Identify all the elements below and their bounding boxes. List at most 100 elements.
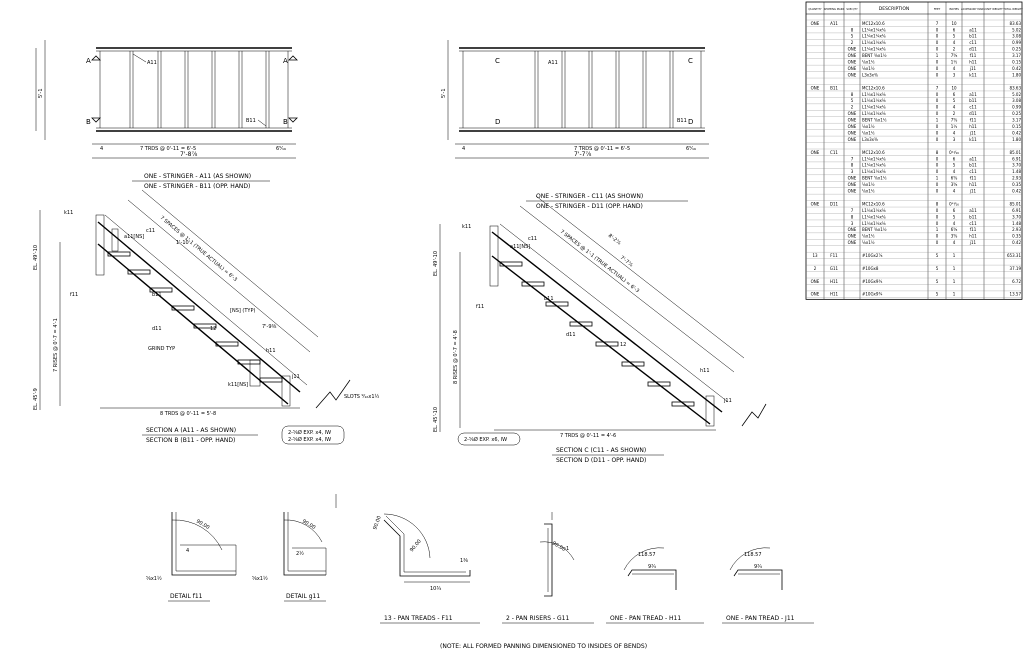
table-cell: 1	[953, 279, 956, 284]
bolt-note: 2-⅝Ø EXP. x6, IW	[464, 436, 507, 443]
table-cell: 2	[851, 105, 854, 110]
table-cell: 0	[936, 92, 939, 97]
table-cell: 0	[936, 124, 939, 129]
table-cell: L1¼x1¼x⅛	[862, 214, 886, 219]
table-cell: 0	[936, 137, 939, 142]
table-cell: 5	[936, 266, 939, 271]
table-cell: G11	[830, 266, 839, 271]
table-cell: 5	[953, 214, 956, 219]
pan-dim: 9¾	[648, 564, 656, 570]
table-cell: L1¼x1¼x⅛	[862, 111, 886, 116]
cut-marker-c: C	[495, 57, 500, 65]
table-cell: h11	[969, 124, 977, 129]
table-cell: ONE	[848, 130, 857, 135]
table-cell: ONE	[848, 47, 857, 52]
table-cell: ONE	[811, 279, 820, 284]
mark-label: k11[NS]	[228, 382, 248, 388]
cut-marker-a: A	[86, 57, 91, 65]
mark-label: c11	[146, 228, 155, 234]
table-cell: 0	[936, 163, 939, 168]
table-cell: 4	[953, 189, 956, 194]
table-cell: 6	[953, 92, 956, 97]
table-cell: 4	[953, 105, 956, 110]
table-cell: 3⅝	[951, 182, 958, 187]
table-header-cell: SHIPPING MARK	[824, 7, 845, 11]
table-cell: ONE	[848, 53, 857, 58]
table-cell: 1.80	[1012, 137, 1021, 142]
pan-title: ONE - PAN TREAD - J11	[726, 615, 795, 622]
table-cell: 7	[851, 156, 854, 161]
pan-dim: 118.57	[638, 552, 656, 558]
table-cell: ONE	[848, 60, 857, 65]
table-cell: 5	[953, 98, 956, 103]
section-title-1: SECTION C (C11 - AS SHOWN)	[556, 447, 646, 454]
mark-label: 12	[210, 326, 216, 332]
table-cell: f11	[970, 176, 977, 181]
table-cell: 3⅝	[951, 234, 958, 239]
table-header-cell: FEET	[934, 7, 941, 11]
table-cell: 0.15	[1012, 124, 1021, 129]
table-cell: 5	[953, 34, 956, 39]
table-cell: 7	[851, 208, 854, 213]
table-cell: 1½	[951, 124, 958, 129]
table-cell: 3.70	[1012, 214, 1021, 219]
table-cell: 7⅝	[951, 118, 958, 123]
mark-label: A11	[548, 60, 558, 66]
table-cell: b11	[969, 98, 977, 103]
table-cell: 85.01	[1010, 201, 1022, 206]
table-header-cell: SUB QTY	[846, 7, 858, 11]
pan-dim: 9¾	[754, 564, 762, 570]
table-cell: 0	[936, 221, 939, 226]
table-cell: ⅛x1½	[862, 124, 875, 129]
table-cell: 6.72	[1012, 279, 1021, 284]
table-cell: 0.25	[1012, 47, 1021, 52]
dim-end: 6⁵⁄₁₆	[686, 146, 696, 152]
section-title-2: SECTION D (D11 - OPP. HAND)	[556, 457, 646, 464]
table-cell: 85.01	[1010, 150, 1022, 155]
table-cell: 8	[851, 27, 854, 32]
table-cell: 1	[953, 253, 956, 258]
table-cell: 0	[936, 34, 939, 39]
table-cell: 13	[812, 253, 818, 258]
table-cell: 1	[936, 227, 939, 232]
table-cell: L1¼x1¼x⅛	[862, 169, 886, 174]
table-cell: ONE	[848, 111, 857, 116]
dim-run: 8 TRDS @ 0'-11 = 5'-8	[160, 411, 216, 417]
table-header-cell: TOTAL WEIGHT	[1003, 7, 1023, 11]
table-header-cell: DESCRIPTION	[879, 6, 909, 12]
table-cell: 6	[953, 208, 956, 213]
bolt-note-2: 2-⅝Ø EXP. x4, IW	[288, 436, 331, 443]
table-cell: h11	[969, 182, 977, 187]
table-cell: ⅛x1½	[862, 240, 875, 245]
table-cell: 10	[951, 21, 957, 26]
table-cell: 3.08	[1012, 34, 1021, 39]
table-cell: 8	[851, 214, 854, 219]
detail-dim: 4	[186, 548, 189, 554]
pan-title: ONE - PAN TREAD - H11	[610, 615, 681, 622]
dim-rise: 7 RISES @ 0'-7 = 4'-1	[53, 318, 59, 372]
table-header-cell: UNIT WEIGHT	[985, 7, 1003, 11]
mark-label: h11	[700, 368, 710, 374]
table-cell: 0.15	[1012, 60, 1021, 65]
table-cell: 0¹¹⁄₁₆	[949, 150, 959, 155]
table-cell: ONE	[811, 21, 820, 26]
table-cell: d11	[969, 47, 977, 52]
table-cell: 4	[953, 169, 956, 174]
elev-bottom: EL. 45'-9	[33, 388, 39, 410]
pan-tread-j11: 118.57 9¾ ONE - PAN TREAD - J11	[722, 547, 814, 624]
table-cell: h11	[969, 60, 977, 65]
table-cell: 4	[953, 130, 956, 135]
table-cell: #10Gx8	[862, 266, 879, 271]
table-cell: 83.63	[1010, 85, 1022, 90]
stringer-label-1: ONE - STRINGER - A11 (AS SHOWN)	[144, 173, 251, 180]
table-cell: BENT ⅝x1½	[862, 227, 887, 232]
cut-marker-b-right: B	[283, 118, 288, 126]
